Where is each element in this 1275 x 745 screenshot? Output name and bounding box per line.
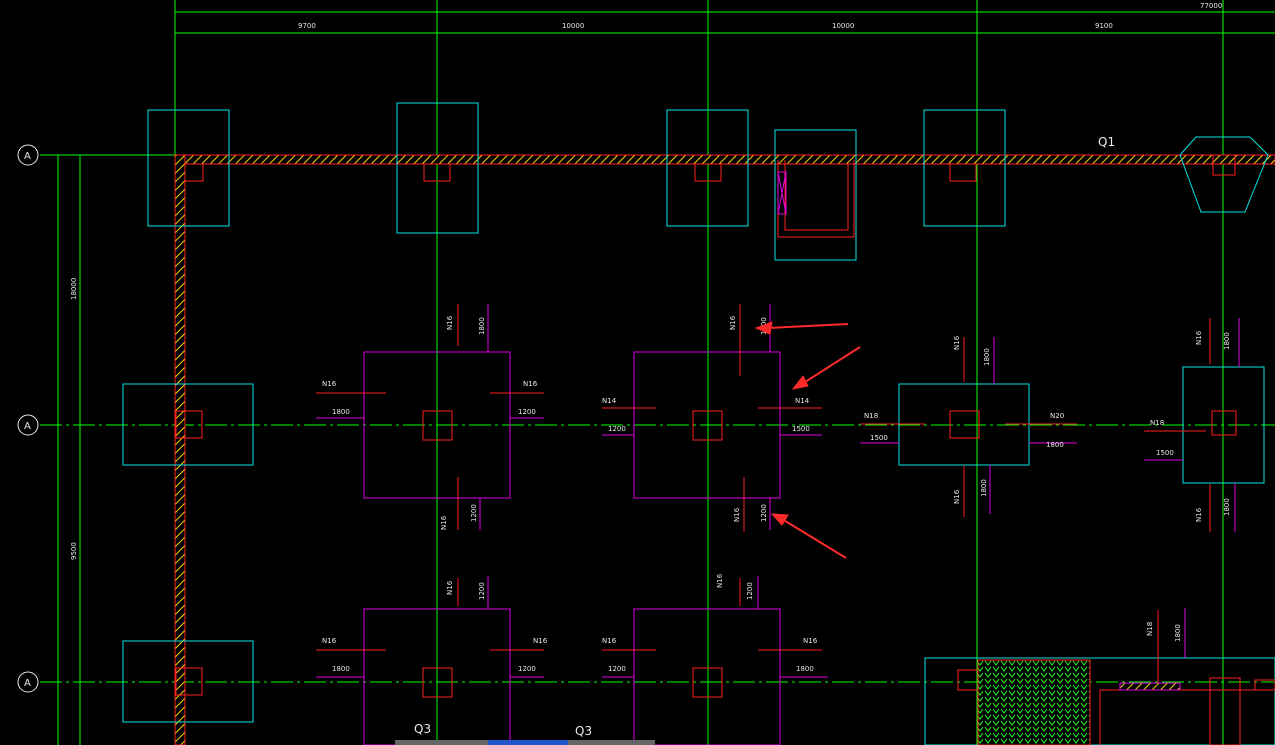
selection-bar-blue[interactable] (488, 740, 568, 745)
rebar-label: N14 (602, 397, 617, 405)
rebar-label-vertical: N16 (953, 335, 961, 350)
dim-label: 1500 (1156, 449, 1174, 457)
rebar-label-vertical: N18 (1146, 622, 1154, 636)
annotation-arrows (754, 321, 861, 559)
top-dimension-labels: 9700 10000 10000 9100 77000 (298, 2, 1222, 30)
dim-text: 10000 (832, 22, 854, 30)
svg-text:A: A (24, 678, 31, 689)
axis-bubble[interactable]: A (17, 144, 39, 166)
rebar-label-vertical: N16 (446, 315, 454, 330)
dim-text: 10000 (562, 22, 584, 30)
dimension-ticks (316, 304, 1240, 678)
dim-label: 1200 (518, 665, 536, 673)
svg-text:A: A (24, 151, 31, 162)
rebar-label: N16 (533, 637, 548, 645)
dim-label-vertical: 1800 (980, 479, 988, 497)
arrow-annotation (791, 346, 861, 390)
rebar-label: N16 (803, 637, 818, 645)
middle-cyan-footings (122, 366, 1275, 745)
rebar-label: N18 (864, 412, 878, 420)
dim-text: 9100 (1095, 22, 1113, 30)
dim-label: 1800 (796, 665, 814, 673)
dim-label: 1500 (792, 425, 810, 433)
dim-label-vertical: 1800 (478, 317, 486, 335)
dim-label-vertical: 1200 (760, 504, 768, 522)
rebar-label: N16 (322, 637, 337, 645)
dim-label: 1800 (1046, 441, 1064, 449)
grid-lines (40, 0, 1275, 745)
svg-text:A: A (24, 421, 31, 432)
dim-label: 1800 (332, 665, 350, 673)
arrow-annotation (770, 513, 847, 559)
wall-label-q1: Q1 (1098, 135, 1115, 149)
dim-text: 9700 (298, 22, 316, 30)
rebar-label-vertical: N16 (729, 315, 737, 330)
rebar-label-vertical: N16 (1195, 507, 1203, 522)
rebar-label-vertical: N16 (953, 489, 961, 504)
top-footings (147, 102, 1269, 261)
rebar-label-vertical: N16 (716, 573, 724, 588)
rebar-label: N16 (322, 380, 337, 388)
rebar-label: N14 (795, 397, 810, 405)
dim-label-vertical: 1200 (746, 582, 754, 600)
dim-label-vertical: 1800 (1174, 624, 1182, 642)
magenta-detail (777, 171, 787, 215)
rebar-leaders (316, 304, 1211, 688)
rebar-label: N20 (1050, 412, 1064, 420)
dim-text: 77000 (1200, 2, 1222, 10)
dim-label-vertical: 1800 (1223, 498, 1231, 516)
vertical-dim-text: 9500 (70, 542, 78, 560)
axis-bubble[interactable]: A (17, 671, 39, 693)
wall-label-q3: Q3 (414, 722, 431, 736)
axis-bubbles: A A A (17, 144, 39, 693)
dim-label: 1800 (332, 408, 350, 416)
dim-label: 1200 (608, 425, 626, 433)
hatched-walls[interactable] (174, 154, 1275, 745)
dim-label-vertical: 1200 (478, 582, 486, 600)
arrow-annotation (754, 321, 849, 335)
rebar-label: N16 (602, 637, 617, 645)
dim-label: 1200 (608, 665, 626, 673)
rebar-label: N18 (1150, 419, 1164, 427)
bottom-right-structure (957, 659, 1275, 745)
middle-columns (175, 410, 1237, 698)
vertical-dim-text: 18000 (70, 278, 78, 300)
wall-label-q3: Q3 (575, 724, 592, 738)
axis-bubble[interactable]: A (17, 414, 39, 436)
rebar-label-vertical: N16 (440, 515, 448, 530)
dim-label-vertical: 1800 (1223, 332, 1231, 350)
dim-label-vertical: 1800 (983, 348, 991, 366)
rebar-label-vertical: N16 (1195, 330, 1203, 345)
dim-label-vertical: 1200 (470, 504, 478, 522)
dim-label: 1500 (870, 434, 888, 442)
rebar-label: N16 (523, 380, 538, 388)
rebar-label-vertical: N16 (446, 580, 454, 595)
rebar-label-vertical: N16 (733, 507, 741, 522)
dim-label: 1200 (518, 408, 536, 416)
rebar-labels: N16 N16 N14 N14 N18 N20 N18 N16 N16 N16 … (322, 315, 1231, 673)
top-columns (184, 154, 1236, 238)
